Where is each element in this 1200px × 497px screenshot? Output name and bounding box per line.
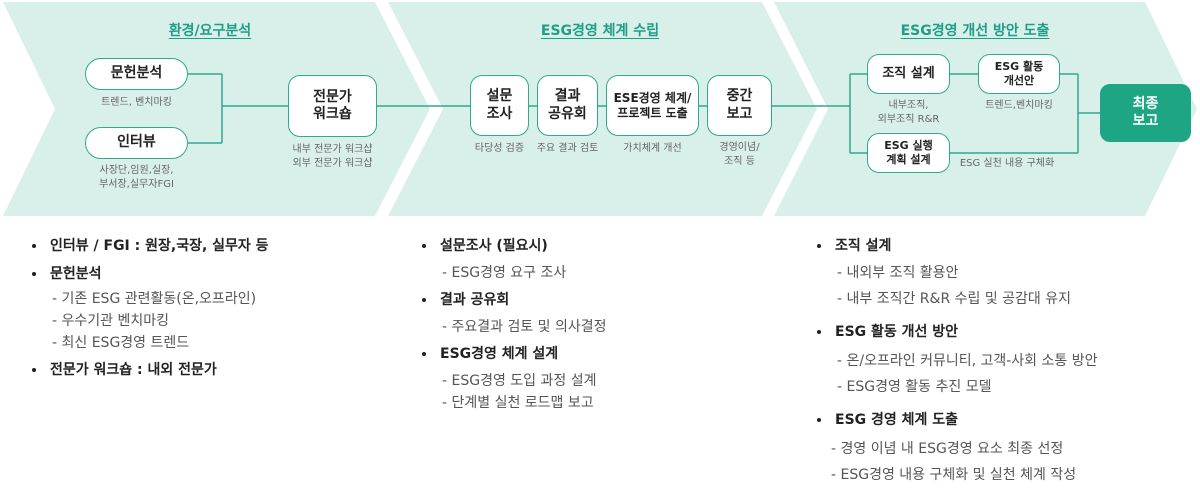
mid-report-node: 중간 보고: [707, 75, 772, 136]
mid-report-caption-line-1: 경영이념/: [719, 142, 760, 153]
mid-report-caption: 경영이념/ 조직 등: [703, 141, 776, 169]
detail-heading: 설문조사 (필요시): [420, 236, 790, 256]
phase-2-title: ESG경영 체계 수립: [540, 23, 660, 39]
detail-heading: 조직 설계: [815, 236, 1195, 256]
detail-heading: 인터뷰 / FGI : 원장,국장, 실무자 등: [30, 236, 390, 256]
framework-node: ESE경영 체계/ 프로젝트 도출: [606, 75, 699, 136]
execution-plan-node: ESG 실행 계획 설계: [867, 133, 950, 173]
detail-list-phase-2: 설문조사 (필요시) - ESG경영 요구 조사 결과 공유회 - 주요결과 검…: [420, 236, 790, 414]
detail-item: - 최신 ESG경영 트렌드: [52, 335, 190, 351]
survey-caption: 타당성 검증: [474, 143, 525, 154]
framework-label-2: 프로젝트 도출: [617, 105, 688, 120]
result-share-label-1: 결과: [554, 88, 581, 104]
connector-lines: [188, 73, 1100, 154]
org-design-caption: 내부조직, 외부조직 R&R: [862, 99, 955, 127]
detail-item: - 주요결과 검토 및 의사결정: [442, 319, 607, 335]
detail-item: - 기존 ESG 관련활동(온,오프라인): [52, 291, 257, 307]
final-report-label-1: 최종: [1132, 95, 1159, 112]
detail-item: - 온/오프라인 커뮤니티, 고객-사회 소통 방안: [837, 353, 1098, 369]
interview-node: 인터뷰: [85, 127, 188, 159]
detail-item: - 단계별 실천 로드맵 보고: [442, 395, 594, 411]
phase-1-title: 환경/요구분석: [168, 23, 252, 39]
expert-workshop-node: 전문가 워크숍: [288, 75, 377, 137]
interview-caption: 사장단,임원,실장, 부서장,실무자FGI: [70, 164, 203, 192]
detail-heading: ESG경영 체계 설계: [420, 344, 790, 364]
detail-item: - 우수기관 벤치마킹: [52, 313, 169, 329]
detail-heading: 전문가 워크숍 : 내외 전문가: [30, 360, 390, 380]
detail-item: - ESG경영 도입 과정 설계: [442, 373, 597, 389]
detail-item: - 내부 조직간 R&R 수립 및 공감대 유지: [837, 291, 1072, 307]
result-share-caption: 주요 결과 검토: [536, 143, 599, 154]
detail-item: - ESG경영 요구 조사: [442, 265, 567, 281]
literature-analysis-caption: 트렌드, 벤치마킹: [101, 97, 172, 108]
interview-caption-line-2: 부서장,실무자FGI: [99, 179, 174, 190]
expert-workshop-caption-line-1: 내부 전문가 워크샵: [292, 144, 373, 155]
detail-heading: ESG 활동 개선 방안: [815, 322, 1195, 342]
org-design-node: 조직 설계: [867, 54, 950, 94]
phase-3-title: ESG경영 개선 방안 도출: [900, 23, 1050, 39]
mid-report-caption-line-2: 조직 등: [724, 156, 755, 167]
result-share-label-2: 공유회: [548, 105, 587, 122]
detail-item: - 내외부 조직 활용안: [837, 265, 959, 281]
detail-heading: 결과 공유회: [420, 290, 790, 310]
execution-plan-label-1: ESG 실행: [884, 139, 933, 153]
expert-workshop-label-2: 워크숍: [313, 106, 352, 122]
survey-node: 설문 조사: [470, 75, 529, 136]
detail-heading: 문헌분석: [30, 264, 390, 284]
literature-analysis-node: 문헌분석: [85, 58, 188, 90]
expert-workshop-caption-line-2: 외부 전문가 워크샵: [292, 158, 373, 169]
org-design-caption-line-2: 외부조직 R&R: [877, 114, 940, 125]
activity-improvement-label-1: ESG 활동: [994, 60, 1044, 74]
framework-label-1: ESE경영 체계/: [613, 90, 692, 105]
survey-label-2: 조사: [486, 105, 513, 122]
phase-1-chevron: [3, 2, 430, 216]
execution-plan-caption: ESG 실천 내용 구체화: [959, 158, 1055, 169]
org-design-caption-line-1: 내부조직,: [888, 100, 929, 111]
framework-caption: 가치체계 개선: [623, 143, 682, 154]
activity-improvement-caption: 트렌드,벤치마킹: [985, 100, 1053, 111]
survey-label-1: 설문: [486, 88, 513, 104]
expert-workshop-label-1: 전문가: [313, 88, 352, 105]
mid-report-label-2: 보고: [726, 105, 753, 122]
detail-item: - ESG경영 활동 추진 모델: [837, 379, 992, 395]
mid-report-label-1: 중간: [726, 88, 753, 104]
interview-caption-line-1: 사장단,임원,실장,: [99, 165, 174, 176]
execution-plan-label-2: 계획 설계: [886, 153, 931, 166]
detail-item: - ESG경영 내용 구체화 및 실천 체계 작성: [831, 467, 1077, 483]
phase-2-chevron: [388, 2, 817, 216]
expert-workshop-caption: 내부 전문가 워크샵 외부 전문가 워크샵: [272, 143, 393, 171]
detail-item: - 경영 이념 내 ESG경영 요소 최종 선정: [831, 441, 1064, 457]
activity-improvement-node: ESG 활동 개선안: [978, 54, 1060, 94]
result-share-node: 결과 공유회: [537, 75, 598, 136]
detail-heading: ESG 경영 체계 도출: [815, 410, 1195, 430]
final-report-node: 최종 보고: [1100, 84, 1191, 142]
detail-list-phase-1: 인터뷰 / FGI : 원장,국장, 실무자 등 문헌분석 - 기존 ESG 관…: [30, 236, 390, 380]
detail-list-phase-3: 조직 설계 - 내외부 조직 활용안 - 내부 조직간 R&R 수립 및 공감대…: [815, 236, 1195, 486]
activity-improvement-label-2: 개선안: [1003, 74, 1035, 87]
final-report-label-2: 보고: [1132, 113, 1159, 129]
